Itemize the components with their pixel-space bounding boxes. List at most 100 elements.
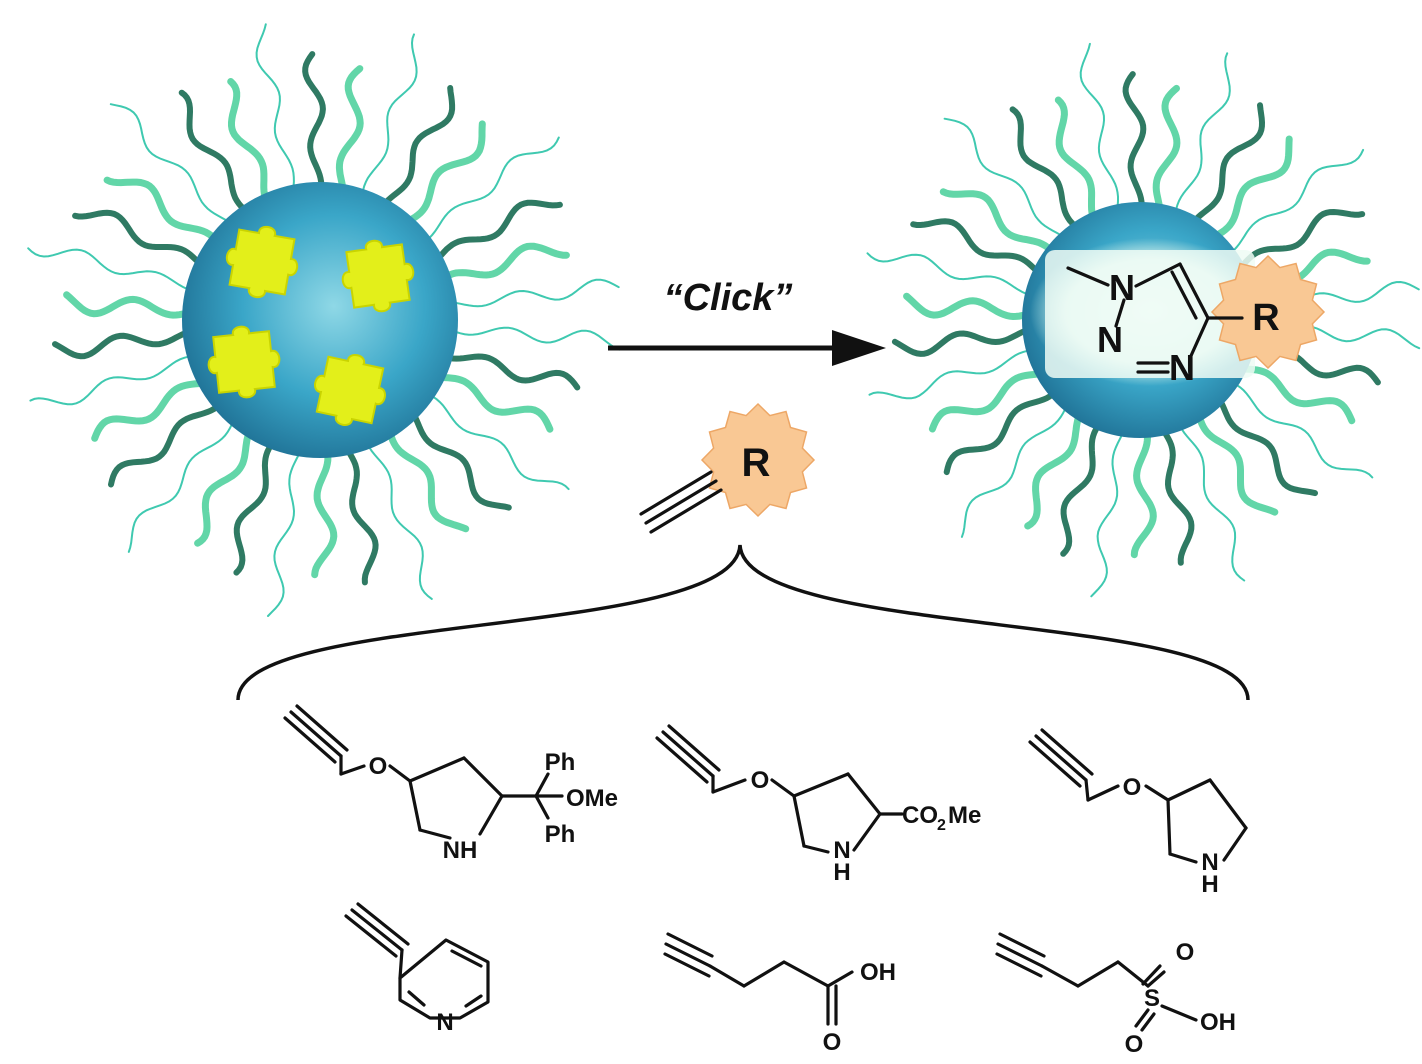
polymer-chain: [960, 400, 1070, 538]
m6-oh: OH: [1200, 1009, 1236, 1036]
polymer-chain: [302, 51, 326, 195]
polymer-chain: [178, 89, 253, 217]
polymer-chain: [267, 445, 303, 617]
polymer-chain: [431, 373, 554, 433]
molecule-6: O S O OH: [995, 932, 1236, 1058]
polymer-chain: [866, 252, 1036, 298]
m2-subscript: 2: [937, 817, 946, 834]
m2-me: Me: [948, 802, 981, 829]
m3-h: H: [1201, 871, 1218, 898]
polymer-chain: [928, 369, 1050, 433]
polymer-chain: [311, 444, 338, 579]
polymer-chain: [63, 291, 196, 319]
reaction-arrow: “Click”: [608, 277, 886, 366]
polymer-chain: [1130, 424, 1157, 559]
m1-ome: OMe: [566, 785, 618, 812]
polymer-chain: [1024, 407, 1085, 530]
polymer-chain: [868, 348, 1038, 400]
polymer-chain: [1214, 392, 1318, 497]
polymer-chain: [1060, 418, 1105, 557]
polymer-chain: [360, 33, 418, 200]
polymer-chain: [342, 442, 379, 586]
polymer-chain: [378, 85, 456, 211]
polymer-chain: [1079, 42, 1119, 216]
polymer-chain: [385, 424, 470, 533]
polymer-chain: [29, 354, 199, 406]
m1-oxygen: O: [369, 753, 388, 780]
polymer-chain: [407, 407, 512, 511]
polymer-chain: [335, 65, 364, 198]
polymer-chain: [1054, 96, 1099, 226]
polymer-chain: [1194, 407, 1279, 516]
polymer-chain: [424, 391, 570, 491]
triazole-n3: N: [1169, 347, 1195, 388]
polymer-chain: [255, 23, 295, 196]
polymer-chain: [1207, 135, 1293, 243]
polymer-chain: [103, 176, 222, 246]
m1-nh: NH: [443, 837, 478, 864]
polymer-chain: [108, 399, 225, 488]
m5-oh: OH: [860, 959, 896, 986]
click-label: “Click”: [664, 277, 793, 319]
azide-puzzle-pieces: [207, 225, 415, 426]
triazole-n1: N: [1109, 267, 1135, 308]
m6-s: S: [1144, 985, 1160, 1012]
puzzle-piece: [341, 239, 415, 313]
polymer-chain: [1174, 52, 1231, 219]
polymer-chain: [227, 78, 271, 207]
m6-o-top: O: [1176, 939, 1195, 966]
polymer-chain: [943, 117, 1069, 241]
puzzle-piece: [225, 225, 299, 299]
polymer-chain: [1228, 380, 1374, 479]
molecule-2: O N H CO 2 Me: [655, 724, 981, 886]
m2-n: N: [833, 837, 850, 864]
polymer-chain: [233, 436, 278, 576]
polymer-chain: [109, 103, 235, 227]
nanoparticle-right: N N N R: [866, 42, 1421, 598]
polymer-chain: [910, 218, 1045, 279]
reagent-r-label: R: [742, 441, 771, 485]
particle-core-left: [182, 182, 458, 458]
polymer-chain: [72, 209, 207, 270]
polymer-chain: [903, 292, 1036, 321]
m2-oxygen: O: [751, 767, 770, 794]
polymer-chain: [891, 325, 1036, 357]
m6-o-bottom: O: [1125, 1031, 1144, 1058]
triazole-r-badge: [1210, 254, 1326, 370]
m5-o: O: [823, 1029, 842, 1056]
polymer-chains-left: [27, 23, 621, 617]
polymer-chain: [127, 415, 237, 553]
polymer-chain: [52, 328, 196, 360]
polymer-chain: [431, 199, 563, 266]
polymer-chain: [400, 120, 486, 227]
molecule-4: N: [344, 902, 490, 1036]
substrate-brace: [236, 544, 1250, 701]
triazole-r-label: R: [1252, 297, 1279, 339]
polymer-chain: [27, 247, 197, 293]
molecule-1: O NH Ph OMe Ph: [283, 704, 618, 864]
m2-co: CO: [902, 802, 938, 829]
polymer-chain: [1176, 420, 1246, 582]
polymer-chain: [91, 378, 212, 442]
alkyne-triple-bond: [639, 470, 723, 534]
molecule-3: O N H: [1028, 728, 1248, 898]
polymer-chain: [445, 278, 620, 308]
nanoparticle-left: [27, 23, 621, 617]
puzzle-piece: [314, 354, 386, 426]
arrow-head: [832, 330, 886, 366]
polymer-chain: [1158, 423, 1195, 566]
triazole-bonds: [1066, 262, 1244, 374]
m1-ph-bottom: Ph: [545, 821, 576, 848]
polymer-chain: [1188, 102, 1266, 228]
m2-h: H: [833, 859, 850, 886]
molecule-5: OH O: [663, 932, 896, 1056]
polymer-chain: [1122, 71, 1147, 215]
alkyne-reagent: R: [639, 402, 816, 534]
polymer-chain: [194, 424, 255, 547]
polymer-chain: [439, 353, 581, 391]
polymer-chain: [943, 386, 1061, 476]
polymer-chain: [421, 136, 560, 245]
polymer-chain: [1090, 426, 1127, 598]
